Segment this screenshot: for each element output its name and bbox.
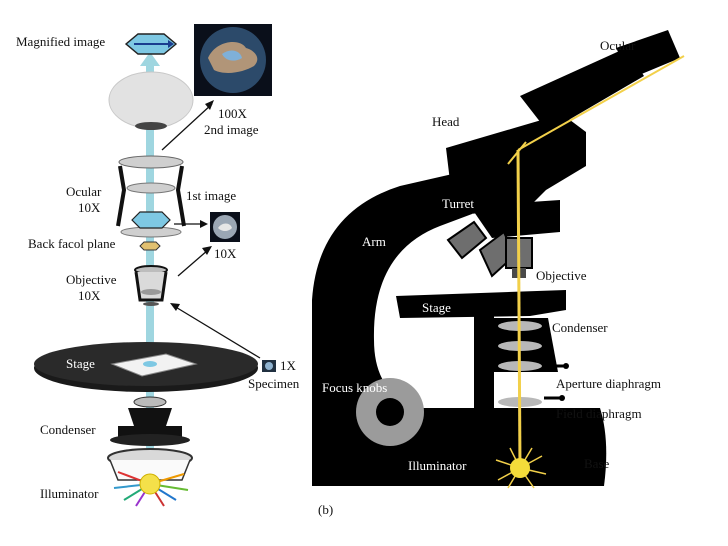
eye-lens [108,71,194,129]
ocular-tube [520,48,644,132]
ocular-lens-tube [116,155,186,238]
beam-arrowhead [140,52,160,66]
specimen-thumbnail-field [265,362,273,370]
label-ocular: Ocular [66,184,102,199]
microscope-head [446,114,586,214]
label-base: Base [584,456,610,471]
label-back-focal-plane: Back facol plane [28,236,116,251]
panel-label-b: (b) [318,502,333,517]
condenser-assembly [110,396,190,446]
optical-path-panel: Magnified image 100X 2nd image Ocular 10… [16,24,300,507]
stage-disc [34,342,258,392]
label-aperture-diaphragm: Aperture diaphragm [556,376,661,391]
label-objective-right: Objective [536,268,587,283]
pointer-objective-image [177,249,209,277]
label-condenser-right: Condenser [552,320,608,335]
label-illuminator-right: Illuminator [408,458,467,473]
illuminator-bulb [139,473,161,495]
illuminator-lamp [510,458,530,478]
label-specimen: Specimen [248,376,300,391]
ocular-eyepiece [616,30,680,78]
label-illuminator: Illuminator [40,486,99,501]
label-focus-knobs: Focus knobs [322,380,387,395]
turret [470,200,560,238]
label-objective: Objective [66,272,117,287]
eye-lens-aperture [135,122,167,130]
label-specimen-mag: 1X [280,358,297,373]
pointer-first-image-head [200,220,208,228]
first-image-specimen [218,223,232,231]
focus-knob-center [376,398,404,426]
first-image-hexagon [131,211,171,229]
microscope-stage [396,290,566,318]
magnified-image-arrowhead [168,40,174,48]
light-path-vertical [516,149,522,469]
label-100x: 100X [218,106,248,121]
objective-lens [134,265,168,306]
label-1st-image: 1st image [186,188,236,203]
label-stage: Stage [66,356,95,371]
pointer-specimen [173,305,261,359]
field-diaphragm [498,395,565,407]
back-focal-plane-hexagon [139,241,161,251]
microscope-body-panel: Ocular Head Turret Arm Objective Stage C… [312,30,685,517]
label-magnified-image: Magnified image [16,34,105,49]
second-image-detail [222,50,242,61]
label-objective-mag: 10X [78,288,101,303]
pointer-second-image-head [205,100,214,110]
pointer-specimen-head [170,303,180,311]
label-1st-image-mag: 10X [214,246,237,261]
label-ocular-right: Ocular [600,38,636,53]
illuminator-assembly [107,448,193,507]
microscope-arm [312,170,472,440]
label-field-diaphragm: Field diaphragm [556,406,642,421]
label-2nd-image: 2nd image [204,122,259,137]
light-path-mirror [507,141,527,165]
light-path-ocular [517,55,685,151]
label-ocular-mag: 10X [78,200,101,215]
pointer-second-image [161,103,213,151]
label-turret: Turret [442,196,474,211]
label-stage-right: Stage [422,300,451,315]
label-head: Head [432,114,460,129]
pointer-objective-image-head [202,246,212,255]
label-condenser: Condenser [40,422,96,437]
label-arm: Arm [362,234,386,249]
